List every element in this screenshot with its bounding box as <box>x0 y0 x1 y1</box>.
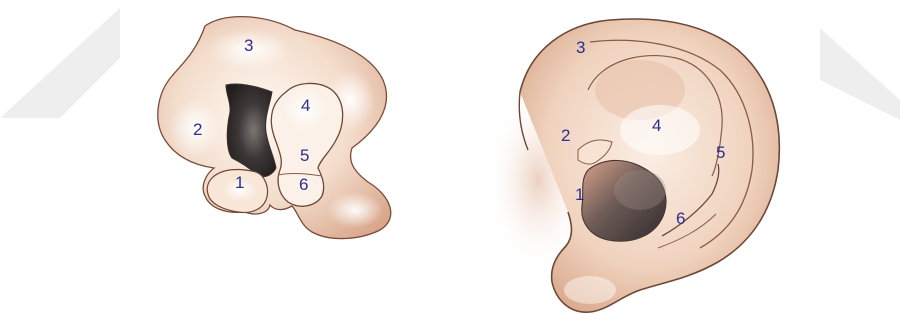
left-label-5: 5 <box>300 146 309 165</box>
right-ear <box>486 19 779 312</box>
right-label-4: 4 <box>652 116 661 135</box>
right-label-6: 6 <box>676 209 685 228</box>
right-label-5: 5 <box>716 143 725 162</box>
left-label-2: 2 <box>193 120 202 139</box>
left-label-1: 1 <box>235 173 244 192</box>
right-label-3: 3 <box>576 38 585 57</box>
watermark-right-chevron <box>820 28 900 120</box>
left-label-6: 6 <box>299 175 308 194</box>
left-label-4: 4 <box>301 96 310 115</box>
right-label-2: 2 <box>561 126 570 145</box>
left-label-3: 3 <box>244 36 253 55</box>
watermark-left-chevron <box>0 8 120 118</box>
right-label-1: 1 <box>575 185 584 204</box>
